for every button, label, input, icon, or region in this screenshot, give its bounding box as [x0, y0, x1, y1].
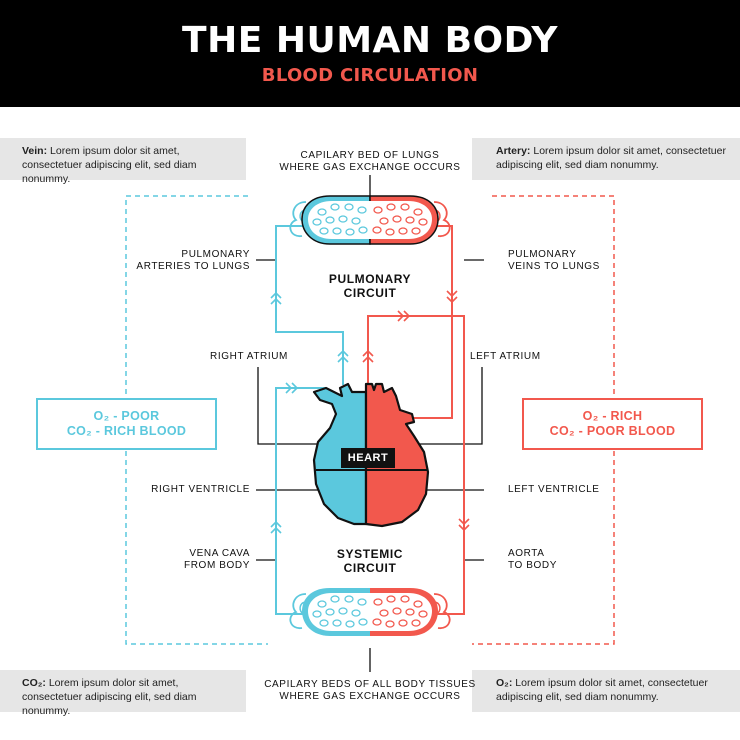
oxygen-rich-blood-box: O₂ - RICH CO₂ - POOR BLOOD	[522, 398, 703, 450]
vein-term: Vein:	[22, 145, 48, 157]
pulmonary-arteries-line2: ARTERIES TO LUNGS	[136, 261, 250, 272]
lungs-bed-line1: CAPILARY BED OF LUNGS	[300, 150, 440, 161]
heart-illustration	[312, 382, 430, 528]
left-atrium-label: LEFT ATRIUM	[470, 351, 541, 362]
artery-note: Artery: Lorem ipsum dolor sit amet, cons…	[472, 138, 740, 180]
right-ventricle-label: RIGHT VENTRICLE	[151, 484, 250, 495]
artery-text: Lorem ipsum dolor sit amet, consectetuer…	[496, 145, 726, 171]
pulmonary-arteries-line1: PULMONARY	[181, 249, 250, 260]
systemic-circuit-line2: CIRCUIT	[343, 561, 397, 575]
page-title: THE HUMAN BODY	[182, 20, 558, 61]
aorta-line1: AORTA	[508, 548, 545, 559]
body-bed-label: CAPILARY BEDS OF ALL BODY TISSUES WHERE …	[260, 679, 480, 703]
lungs-capillary-bed	[289, 195, 451, 245]
artery-dashed-loop	[472, 195, 615, 645]
o2-text: Lorem ipsum dolor sit amet, consectetuer…	[496, 677, 708, 703]
header-banner: THE HUMAN BODY BLOOD CIRCULATION	[0, 0, 740, 107]
pulmonary-arteries-label: PULMONARY ARTERIES TO LUNGS	[130, 249, 250, 273]
o2-term: O₂:	[496, 677, 513, 689]
co2-text: Lorem ipsum dolor sit amet, consectetuer…	[22, 677, 197, 717]
vein-note: Vein: Lorem ipsum dolor sit amet, consec…	[0, 138, 246, 185]
oxygen-rich-line2: CO₂ - POOR BLOOD	[549, 424, 676, 438]
o2-note: O₂: Lorem ipsum dolor sit amet, consecte…	[472, 670, 740, 712]
pulmonary-circuit-line1: PULMONARY	[328, 272, 412, 286]
vein-dashed-loop	[125, 195, 268, 645]
oxygen-poor-blood-box: O₂ - POOR CO₂ - RICH BLOOD	[36, 398, 217, 450]
lungs-bed-line2: WHERE GAS EXCHANGE OCCURS	[279, 162, 461, 173]
artery-term: Artery:	[496, 145, 531, 157]
page-subtitle: BLOOD CIRCULATION	[261, 65, 479, 86]
co2-note: CO₂: Lorem ipsum dolor sit amet, consect…	[0, 670, 246, 717]
oxygen-poor-line2: CO₂ - RICH BLOOD	[66, 424, 187, 438]
left-ventricle-label: LEFT VENTRICLE	[508, 484, 600, 495]
vena-cava-label: VENA CAVA FROM BODY	[130, 548, 250, 572]
vein-text: Lorem ipsum dolor sit amet, consectetuer…	[22, 145, 197, 185]
red-flow-arrows	[362, 290, 470, 532]
heart-label-bg	[341, 448, 395, 468]
oxygen-rich-line1: O₂ - RICH	[582, 409, 643, 423]
body-bed-line2: WHERE GAS EXCHANGE OCCURS	[279, 691, 461, 702]
lungs-bed-label: CAPILARY BED OF LUNGS WHERE GAS EXCHANGE…	[270, 150, 470, 174]
right-atrium-label: RIGHT ATRIUM	[210, 351, 288, 362]
aorta-line2: TO BODY	[508, 560, 558, 571]
systemic-circuit-label: SYSTEMIC CIRCUIT	[310, 547, 430, 575]
heart-label: HEART	[347, 452, 389, 464]
co2-term: CO₂:	[22, 677, 46, 689]
vena-cava-line1: VENA CAVA	[189, 548, 250, 559]
oxygen-poor-line1: O₂ - POOR	[93, 409, 160, 423]
blue-vessels	[275, 225, 344, 615]
pulmonary-circuit-label: PULMONARY CIRCUIT	[310, 272, 430, 300]
pulmonary-circuit-line2: CIRCUIT	[343, 286, 397, 300]
pulmonary-veins-label: PULMONARY VEINS TO LUNGS	[508, 249, 600, 273]
pulmonary-veins-line2: VEINS TO LUNGS	[508, 261, 600, 272]
blue-flow-arrows	[270, 291, 349, 534]
red-vessels	[367, 225, 465, 615]
systemic-circuit-line1: SYSTEMIC	[336, 547, 404, 561]
aorta-label: AORTA TO BODY	[508, 548, 557, 572]
vena-cava-line2: FROM BODY	[184, 560, 250, 571]
body-capillary-bed	[289, 588, 451, 636]
pulmonary-veins-line1: PULMONARY	[508, 249, 577, 260]
body-bed-line1: CAPILARY BEDS OF ALL BODY TISSUES	[264, 679, 476, 690]
